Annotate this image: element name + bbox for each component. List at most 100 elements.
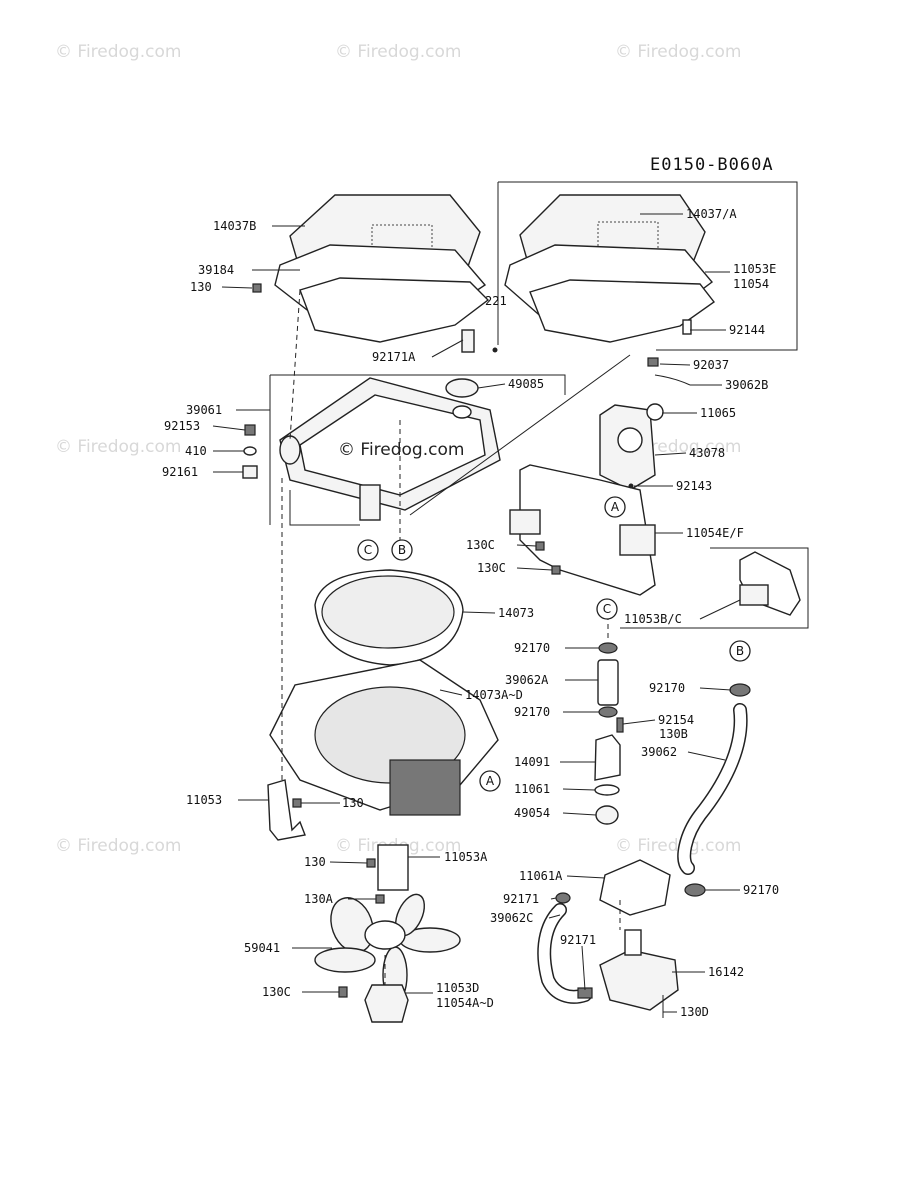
label-43078: 43078 (689, 446, 725, 460)
label-92170-c: 92170 (649, 681, 685, 695)
hose-clamp-92171-a (555, 892, 571, 904)
clip-92144 (682, 319, 692, 335)
bolt-130-top (252, 283, 262, 293)
watermark-4: © Firedog.com (55, 437, 181, 457)
top-grille-right (504, 194, 716, 343)
svg-text:C: C (603, 602, 611, 616)
gasket-11061 (594, 784, 620, 796)
label-130D: 130D (680, 1005, 709, 1019)
pump-inlet (624, 929, 642, 956)
label-92171-b: 92171 (560, 933, 596, 947)
rubber-mount-92161 (242, 465, 258, 479)
clip-92143 (628, 483, 634, 489)
label-92170-d: 92170 (743, 883, 779, 897)
option-bracket-gasket (739, 584, 769, 606)
svg-text:A: A (486, 774, 495, 788)
radiator-lower-tank (359, 484, 381, 521)
label-49085: 49085 (508, 377, 544, 391)
shroud-lower-fins (389, 759, 461, 816)
hose-clamp-92170-a (598, 642, 618, 654)
label-11053D: 11053D (436, 981, 479, 995)
washer-410 (243, 446, 257, 456)
label-92161: 92161 (162, 465, 198, 479)
watermark-8: © Firedog.com (615, 836, 741, 856)
label-92144: 92144 (729, 323, 765, 337)
hose-clamp-92170-c (729, 683, 751, 697)
label-11054EF: 11054E/F (686, 526, 744, 540)
label-11054: 11054 (733, 277, 769, 291)
label-39061: 39061 (186, 403, 222, 417)
watermark-1: © Firedog.com (55, 42, 181, 62)
label-39062: 39062 (641, 745, 677, 759)
overflow-hose (654, 374, 691, 386)
label-39062C: 39062C (490, 911, 533, 925)
label-39184: 39184 (198, 263, 234, 277)
bolt-92154 (616, 717, 624, 733)
svg-text:B: B (398, 543, 406, 557)
diagram-code: E0150-B060A (650, 155, 774, 175)
callout-a-2: A (479, 770, 501, 792)
callout-b-2: B (729, 640, 751, 662)
label-11061: 11061 (514, 782, 550, 796)
bolt-130C-c (338, 986, 348, 998)
label-221: 221 (485, 294, 507, 308)
label-410: 410 (185, 444, 207, 458)
label-130C-c: 130C (262, 985, 291, 999)
water-hose-39062 (678, 704, 747, 874)
fan-spacer (364, 984, 409, 1023)
label-130-low: 130 (304, 855, 326, 869)
label-14037A: 14037/A (686, 207, 737, 221)
label-92170-b: 92170 (514, 705, 550, 719)
line-reserve-link (409, 354, 631, 516)
bracket-line-lower (289, 490, 360, 526)
label-130C-a: 130C (466, 538, 495, 552)
label-16142: 16142 (708, 965, 744, 979)
fan-ring-inner (321, 575, 455, 649)
label-11065: 11065 (700, 406, 736, 420)
thermostat-49054 (595, 805, 619, 825)
latch-92171A (461, 329, 475, 353)
watermark-2: © Firedog.com (335, 42, 461, 62)
callout-c-2: C (596, 598, 618, 620)
grommet-92153 (244, 424, 256, 436)
label-11053: 11053 (186, 793, 222, 807)
label-92170-a: 92170 (514, 641, 550, 655)
screw-221 (492, 347, 498, 353)
option-box-top (498, 181, 798, 351)
overflow-clip (647, 357, 659, 367)
pump-body-16142 (599, 949, 679, 1011)
label-92143: 92143 (676, 479, 712, 493)
label-14037B: 14037B (213, 219, 256, 233)
label-59041: 59041 (244, 941, 280, 955)
hose-clamp-92170-d (684, 883, 706, 897)
radiator (279, 377, 501, 521)
radiator-fins (299, 394, 486, 496)
grille-base-right (529, 279, 716, 343)
shroud-bracket-11053 (267, 779, 306, 841)
leader-lines (212, 213, 741, 1013)
label-11053A: 11053A (444, 850, 488, 864)
radiator-filler-neck (452, 405, 472, 419)
label-11053E: 11053E (733, 262, 776, 276)
label-11053BC: 11053B/C (624, 612, 682, 626)
bolt-130-mid (292, 798, 302, 808)
fan-shroud (269, 569, 499, 816)
bypass-hose-39062C (538, 904, 591, 1003)
label-130C-b: 130C (477, 561, 506, 575)
hose-clamp-92170-b (598, 706, 618, 718)
callout-b-1: B (391, 539, 413, 561)
part-labels: 14037B 39184 130 221 92171 A 14037/A 1105… (162, 207, 779, 1019)
fan-hub (364, 920, 406, 950)
pump-gasket-11061A (599, 859, 671, 916)
label-130-mid: 130 (342, 796, 364, 810)
label-39062A: 39062A (505, 673, 549, 687)
label-92153: 92153 (164, 419, 200, 433)
water-hose-39062A (597, 659, 619, 706)
callout-c-1: C (357, 539, 379, 561)
watermark-6: © Firedog.com (55, 836, 181, 856)
radiator-inlet (279, 435, 301, 465)
svg-text:B: B (736, 644, 744, 658)
water-pump (599, 859, 679, 1018)
